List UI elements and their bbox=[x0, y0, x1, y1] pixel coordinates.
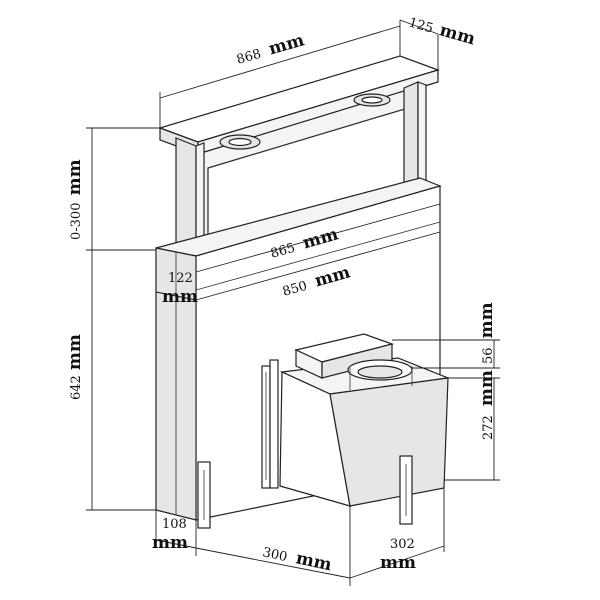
left-foot-bracket bbox=[197, 461, 211, 529]
top-depth-label: 125 mm bbox=[407, 12, 478, 50]
motor-depth-unit: mm bbox=[380, 553, 416, 573]
body-depth-unit: mm bbox=[162, 287, 198, 307]
hood-glass-panel bbox=[197, 85, 421, 257]
top-width-label: 868 mm bbox=[234, 30, 307, 68]
body-height-label: 642 mm bbox=[65, 334, 85, 400]
base-depth-unit: mm bbox=[152, 533, 188, 553]
body-depth-label: 122 bbox=[168, 271, 193, 286]
dimension-lines bbox=[86, 19, 500, 586]
motor-depth-label: 302 bbox=[390, 537, 415, 552]
lift-height-label: 0-300 mm bbox=[65, 159, 85, 240]
base-depth-label: 108 bbox=[162, 517, 187, 532]
motor-width-label: 300 mm bbox=[261, 541, 334, 575]
motor-height-label: 272 mm bbox=[477, 370, 497, 440]
motor-collar-label: 56 mm bbox=[477, 302, 497, 364]
